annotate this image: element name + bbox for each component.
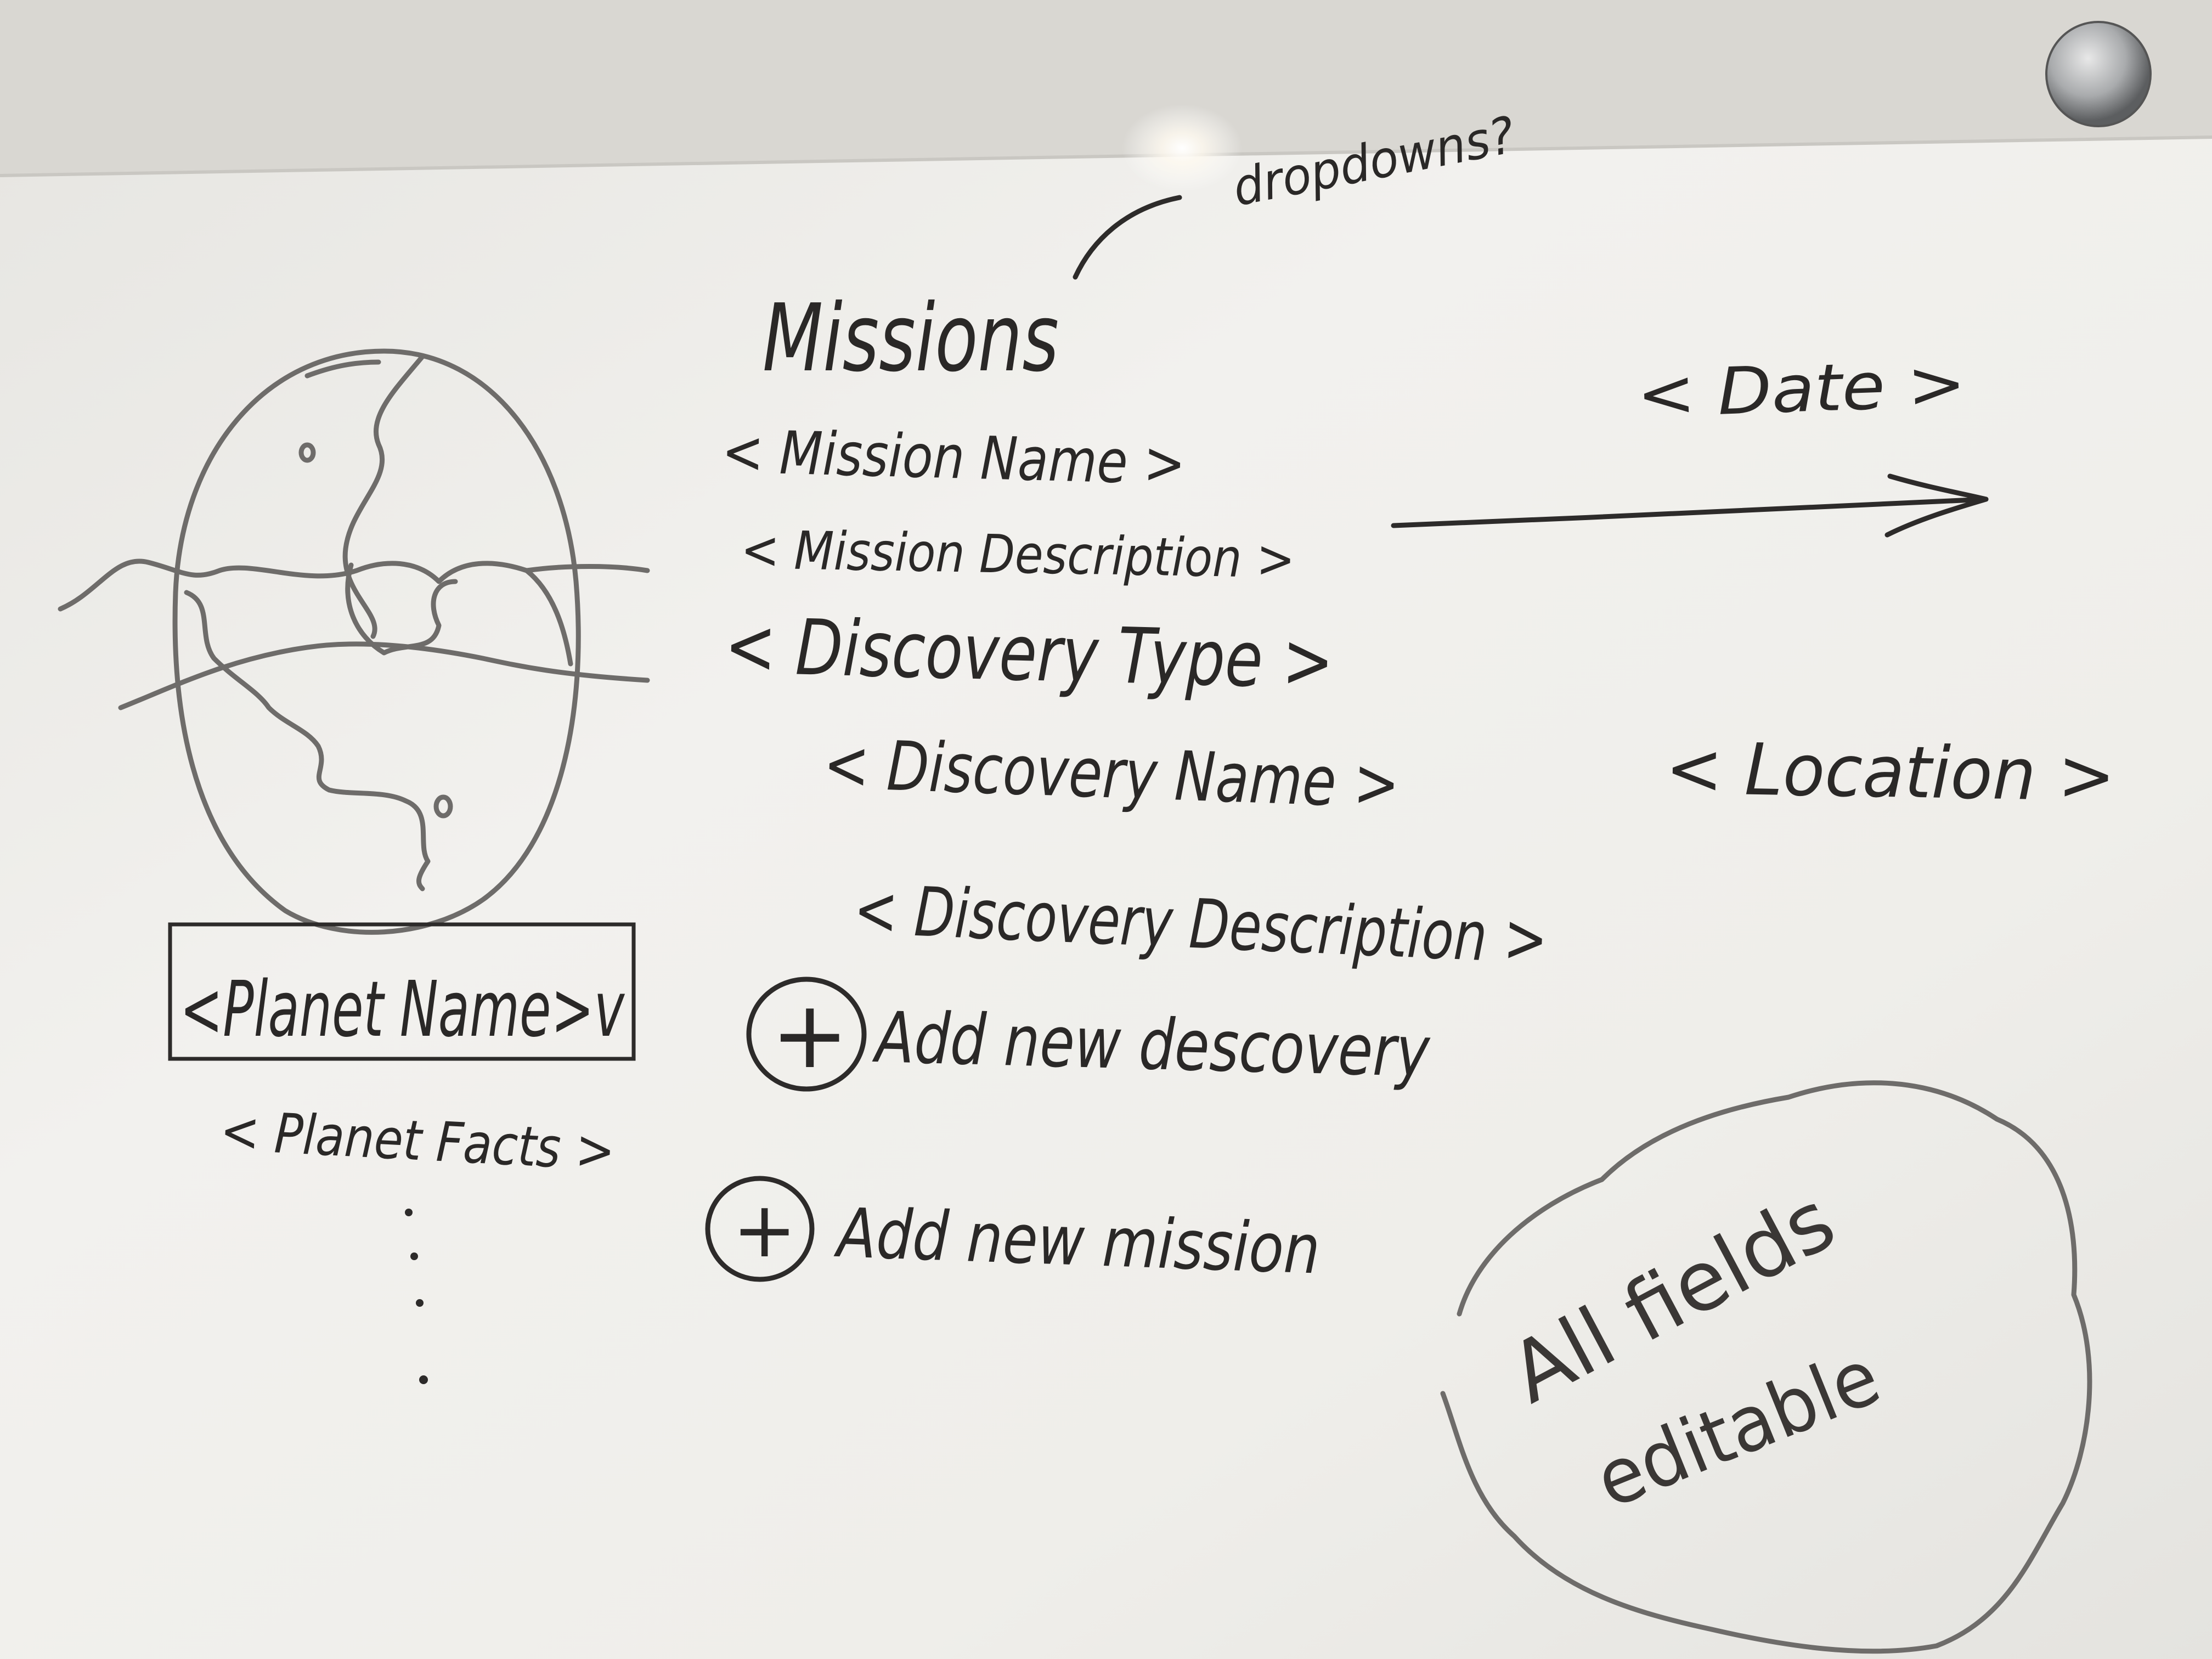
add-discovery-label: Add new descovery [872, 997, 1432, 1093]
plus-icon: + [771, 981, 849, 1090]
arrow-line [1391, 496, 1989, 528]
planet-name-select-label: <Planet Name>v [180, 965, 625, 1054]
board-top-edge [0, 136, 2212, 177]
mission-description-field[interactable]: < Mission Description > [741, 519, 1296, 590]
plus-icon: + [732, 1186, 797, 1275]
annotation-pointer [1073, 195, 1182, 280]
discovery-type-field[interactable]: < Discovery Type > [724, 601, 1335, 707]
whiteboard [0, 137, 2212, 1659]
planet-outline [172, 348, 581, 935]
light-glare [1122, 104, 1243, 192]
mounting-bolt [2046, 22, 2151, 126]
plus-circle-icon [705, 1176, 815, 1282]
planet-facts-ellipsis [405, 1209, 428, 1384]
planet-sketch [58, 348, 650, 935]
add-mission-label: Add new mission [833, 1194, 1321, 1290]
arrow-head-icon [1884, 473, 1989, 538]
planet-name-dropdown[interactable]: <Planet Name>v [168, 922, 636, 1061]
date-field[interactable]: < Date > [1635, 345, 1967, 432]
add-discovery-button[interactable]: + Add new descovery [746, 977, 1432, 1093]
mission-name-field[interactable]: < Mission Name > [721, 417, 1186, 498]
plus-circle-icon [746, 977, 867, 1092]
crater-dot [298, 442, 316, 463]
cloud-outline [1440, 1080, 2092, 1654]
missions-title: Missions [763, 284, 1059, 393]
location-field[interactable]: < Location > [1664, 726, 2116, 817]
add-mission-button[interactable]: + Add new mission [705, 1176, 1321, 1290]
crater-dot [433, 794, 453, 819]
